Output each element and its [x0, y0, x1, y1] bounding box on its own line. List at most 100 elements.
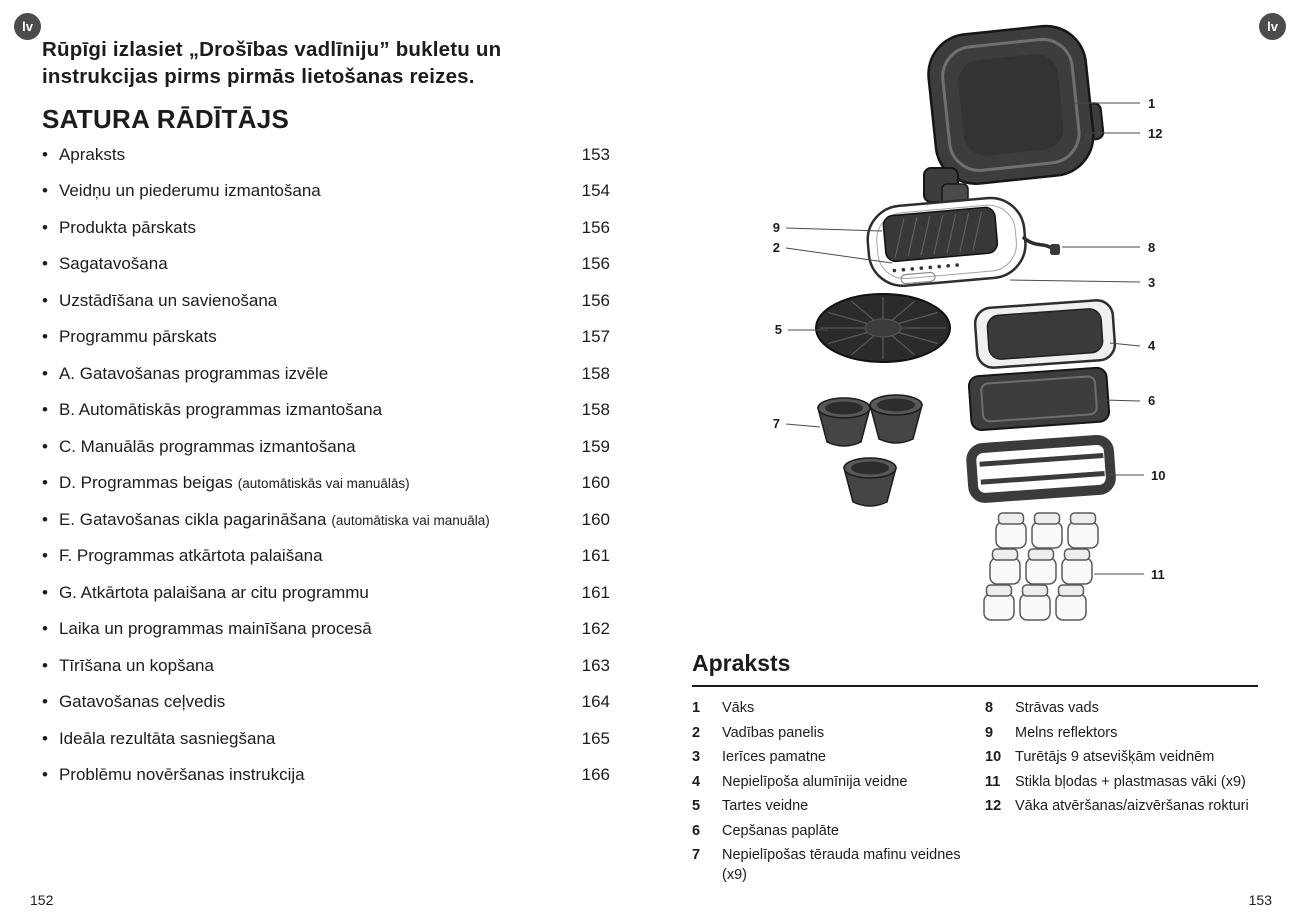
- legend-item: 12 Vāka atvēršanas/aizvēršanas rokturi: [985, 797, 1258, 817]
- section-divider: [692, 685, 1258, 687]
- toc-item-label: C. Manuālās programmas izmantošana: [58, 436, 356, 456]
- control-panel-icon: [892, 263, 959, 285]
- base-illustration: [866, 196, 1027, 287]
- callout-7: 7: [773, 416, 821, 431]
- legend-item: 4 Nepielīpoša alumīnija veidne: [692, 773, 967, 793]
- baking-tray-illustration: [967, 366, 1111, 432]
- toc-item: Laika un programmas mainīšana procesā 162: [42, 619, 610, 656]
- callout-number: 8: [1148, 240, 1155, 255]
- toc-item-page: 157: [581, 327, 610, 346]
- legend-item-number: 12: [985, 798, 1002, 815]
- toc-title: SATURA RĀDĪTĀJS: [42, 103, 290, 134]
- description-title: Apraksts: [692, 650, 791, 676]
- toc-item-page: 161: [581, 582, 610, 602]
- legend-item-label: Nepielīpošas tērauda mafinu veidnes (x9): [722, 847, 961, 883]
- muffin-moulds-illustration: [817, 394, 923, 507]
- toc-item-label: Apraksts: [58, 144, 126, 164]
- toc-item-label: Veidņu un piederumu izmantošana: [58, 181, 321, 200]
- legend-item-number: 1: [692, 700, 701, 716]
- toc-item-label: Tīrīšana un kopšana: [58, 655, 214, 675]
- legend-item-number: 9: [985, 724, 994, 741]
- lid-illustration: [927, 24, 1105, 186]
- callout-number: 10: [1151, 468, 1165, 483]
- toc-item-note: (automātiska vai manuāla): [331, 512, 490, 528]
- callout-8: 8: [1062, 240, 1155, 255]
- toc-item: Programmu pārskats 157: [42, 327, 610, 364]
- left-page: Rūpīgi izlasiet „Drošības vadlīniju” buk…: [42, 36, 610, 802]
- toc-item-label: Ideāla rezultāta sasniegšana: [58, 728, 276, 748]
- page-number-left: 152: [30, 892, 54, 908]
- legend-item-label: Stikla bļodas + plastmasas vāki (x9): [1015, 773, 1246, 790]
- callout-number: 1: [1148, 96, 1155, 111]
- toc-item-label: A. Gatavošanas programmas izvēle: [58, 363, 329, 383]
- toc-item-page: 159: [581, 436, 610, 456]
- toc-item-label: Programmu pārskats: [58, 327, 217, 346]
- reflector-icon: [882, 206, 999, 263]
- toc-item-page: 164: [581, 692, 610, 711]
- toc-item-page: 156: [581, 217, 610, 237]
- toc-item-label: B. Automātiskās programmas izmantošana: [58, 400, 383, 419]
- aluminium-mould-illustration: [973, 299, 1117, 369]
- legend-item-number: 3: [692, 749, 701, 766]
- tart-mould-illustration: [815, 293, 951, 363]
- legend-item-number: 4: [692, 773, 701, 790]
- legend-item: 1 Vāks: [692, 699, 967, 719]
- toc-item-label: F. Programmas atkārtota palaišana: [58, 546, 323, 565]
- legend-item-label: Vāks: [722, 700, 755, 716]
- toc-item-label: E. Gatavošanas cikla pagarināšana: [58, 509, 327, 529]
- callout-9: 9: [773, 220, 883, 235]
- toc-item-page: 160: [581, 473, 610, 492]
- legend-item-label: Vadības panelis: [722, 724, 825, 741]
- callout-10: 10: [1108, 468, 1165, 483]
- toc-item: Gatavošanas ceļvedis 164: [42, 692, 610, 729]
- callout-number: 2: [773, 240, 780, 255]
- callout-number: 5: [775, 322, 782, 337]
- callout-5: 5: [775, 322, 828, 337]
- callout-number: 11: [1151, 567, 1165, 582]
- mould-holder-illustration: [966, 434, 1116, 503]
- callout-4: 4: [1109, 338, 1156, 353]
- toc-item: Veidņu un piederumu izmantošana 154: [42, 181, 610, 218]
- toc-item-label: G. Atkārtota palaišana ar citu programmu: [58, 582, 369, 602]
- callout-1: 1: [1074, 96, 1155, 111]
- callout-number: 9: [773, 220, 780, 235]
- callout-number: 3: [1148, 275, 1155, 290]
- legend-item: 11 Stikla bļodas + plastmasas vāki (x9): [985, 773, 1258, 793]
- toc-item-label: Gatavošanas ceļvedis: [58, 692, 226, 711]
- legend-item-number: 5: [692, 798, 701, 815]
- legend-item-number: 10: [985, 749, 1002, 766]
- toc-item-page: 154: [581, 181, 610, 200]
- toc-item-label: Laika un programmas mainīšana procesā: [58, 619, 372, 638]
- toc-item-label: D. Programmas beigas: [58, 473, 233, 492]
- toc-item-page: 162: [581, 619, 610, 638]
- legend-item-label: Melns reflektors: [1015, 724, 1118, 741]
- toc-item-label: Sagatavošana: [58, 254, 168, 273]
- callout-11: 11: [1094, 567, 1165, 582]
- callout-number: 6: [1148, 393, 1155, 408]
- legend-item-number: 11: [985, 773, 1001, 790]
- callout-2: 2: [773, 240, 893, 264]
- legend-item-label: Nepielīpoša alumīnija veidne: [722, 773, 908, 790]
- page-number-right: 153: [1248, 892, 1272, 908]
- toc-item-note: (automātiskās vai manuālās): [237, 476, 410, 491]
- callout-number: 7: [773, 416, 780, 431]
- toc-item-page: 160: [581, 509, 610, 529]
- legend-item-label: Ierīces pamatne: [722, 749, 826, 766]
- callout-3: 3: [1009, 275, 1155, 290]
- callout-6: 6: [1103, 393, 1155, 408]
- legend-item-label: Vāka atvēršanas/aizvēršanas rokturi: [1015, 798, 1249, 815]
